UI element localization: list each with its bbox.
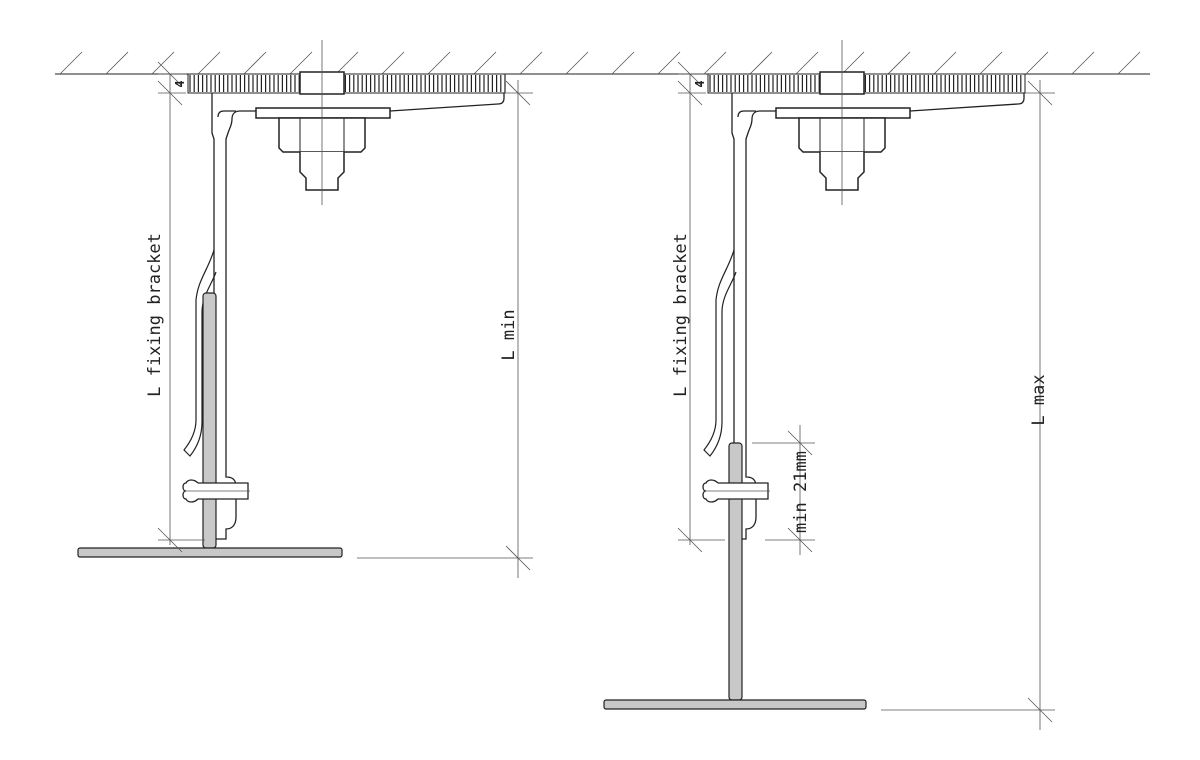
ceiling-hatch-stroke: [381, 51, 405, 75]
label-gap-left: 4: [173, 80, 187, 87]
ceiling-hatch-stroke: [611, 51, 635, 75]
bracket-flange: [389, 93, 505, 112]
label-l-max: L max: [1029, 374, 1049, 425]
ceiling-hatch-stroke: [105, 51, 129, 75]
label-min-21mm: min 21mm: [791, 451, 811, 533]
ceiling-hatch-stroke: [565, 51, 589, 75]
ceiling-hatch-stroke: [1117, 51, 1141, 75]
assembly-max: [603, 40, 1055, 730]
label-fixing-bracket-right: L fixing bracket: [671, 233, 691, 397]
ceiling-hatch-stroke: [197, 51, 221, 75]
ceiling-hatch-stroke: [703, 51, 727, 75]
dimension-tick: [677, 61, 703, 87]
ceiling-hatch-stroke: [335, 51, 359, 75]
tbar-flange: [603, 699, 867, 710]
ceiling-hatch-stroke: [473, 51, 497, 75]
washer: [255, 107, 391, 119]
ceiling-hatch-stroke: [151, 51, 175, 75]
label-gap-right: 4: [693, 80, 707, 87]
mounting-plate: [707, 73, 1026, 94]
tbar-stem: [728, 442, 743, 701]
dimension-tick: [157, 80, 183, 106]
ceiling-hatch-stroke: [1071, 51, 1095, 75]
tbar-stem: [202, 292, 217, 549]
assembly-min: [77, 40, 533, 578]
ceiling-hatch: [55, 51, 1150, 75]
dimension-tick: [677, 527, 703, 553]
bracket-flange: [909, 93, 1025, 112]
mounting-plate: [187, 73, 506, 94]
ceiling-hatch-stroke: [657, 51, 681, 75]
spring-clip: [703, 249, 737, 457]
label-l-min: L min: [499, 309, 519, 360]
fixing-bracket: [211, 93, 256, 540]
dimension-tick: [787, 430, 813, 456]
ceiling-hatch-stroke: [289, 51, 313, 75]
ceiling-hatch-stroke: [59, 51, 83, 75]
washer: [775, 107, 911, 119]
ceiling-hatch-stroke: [795, 51, 819, 75]
tbar-flange: [77, 547, 343, 558]
fixing-bracket: [731, 93, 776, 540]
ceiling-hatch-stroke: [749, 51, 773, 75]
ceiling-hatch-stroke: [933, 51, 957, 75]
dimension-tick: [787, 527, 813, 553]
ceiling-hatch-stroke: [519, 51, 543, 75]
dimension-tick: [505, 545, 531, 571]
ceiling-hatch-stroke: [1025, 51, 1049, 75]
dimension-tick: [677, 80, 703, 106]
ceiling-hatch-stroke: [427, 51, 451, 75]
ceiling-hatch-stroke: [841, 51, 865, 75]
ceiling-hatch-stroke: [979, 51, 1003, 75]
label-fixing-bracket-left: L fixing bracket: [145, 233, 165, 397]
dimension-tick: [157, 61, 183, 87]
ceiling-hatch-stroke: [887, 51, 911, 75]
dimension-tick: [1027, 80, 1053, 106]
dimension-tick: [505, 80, 531, 106]
dimension-tick: [1027, 697, 1053, 723]
ceiling-hatch-stroke: [243, 51, 267, 75]
dimension-tick: [157, 527, 183, 553]
